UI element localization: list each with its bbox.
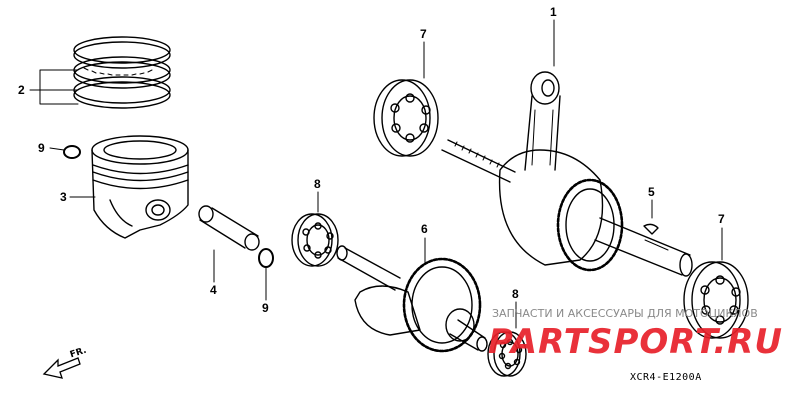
callout-bearing-right: 7 bbox=[718, 212, 725, 226]
bearing-center bbox=[487, 301, 527, 377]
piston-pin bbox=[198, 205, 260, 251]
bearing-right bbox=[683, 227, 749, 339]
callout-connecting-rod: 1 bbox=[550, 5, 557, 19]
front-direction-arrow-icon bbox=[42, 357, 81, 379]
woodruff-key bbox=[643, 199, 659, 235]
watermark-subtitle: ЗАПЧАСТИ И АКСЕССУАРЫ ДЛЯ МОТОЦИКЛОВ bbox=[492, 307, 758, 320]
piston-pin-clip-bottom bbox=[258, 248, 274, 301]
piston-pin-clip-top bbox=[49, 145, 81, 159]
balancer-shaft bbox=[336, 237, 488, 353]
callout-key: 5 bbox=[648, 185, 655, 199]
callout-piston: 3 bbox=[60, 190, 67, 204]
callout-bearing-center: 8 bbox=[512, 287, 519, 301]
callout-pin: 4 bbox=[210, 283, 217, 297]
piston bbox=[91, 135, 189, 239]
callout-bearing-left: 8 bbox=[314, 177, 321, 191]
bearing-left bbox=[291, 191, 339, 267]
callout-clip-top: 9 bbox=[38, 141, 45, 155]
crankshaft-connecting-rod bbox=[441, 19, 693, 277]
watermark-logo: PARTSPORT.RU bbox=[488, 322, 783, 362]
callout-rings: 2 bbox=[18, 83, 25, 97]
callout-clip-bottom: 9 bbox=[262, 301, 269, 315]
bearing-top bbox=[373, 41, 439, 157]
svg-text:PARTSPORT.RU: PARTSPORT.RU bbox=[488, 322, 783, 362]
diagram-code: XCR4-E1200A bbox=[630, 372, 702, 383]
callout-balancer: 6 bbox=[421, 222, 428, 236]
callout-bearing-top: 7 bbox=[420, 27, 427, 41]
piston-rings bbox=[73, 36, 171, 109]
